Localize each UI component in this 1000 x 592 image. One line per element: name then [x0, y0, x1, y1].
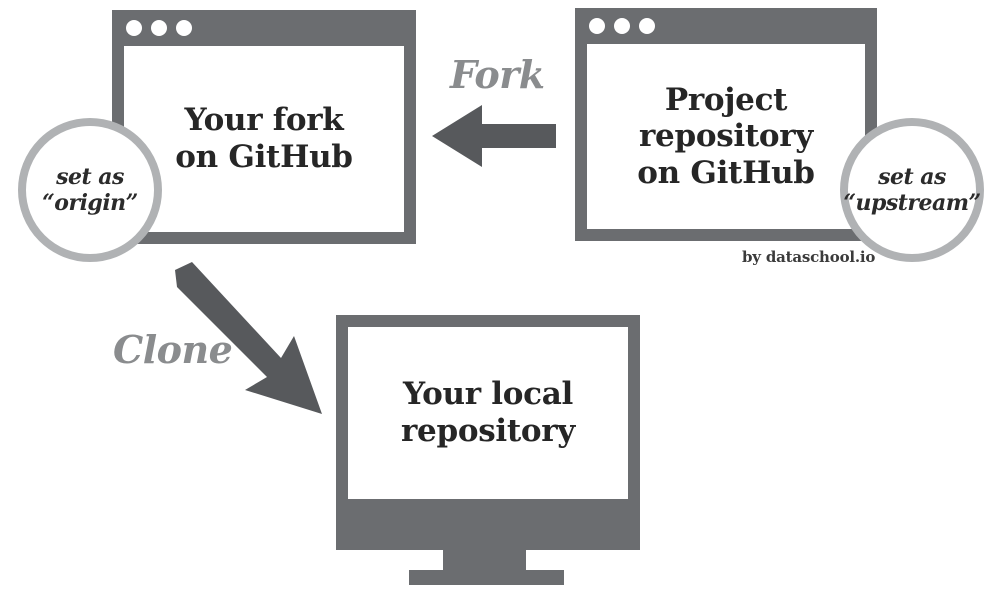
badge-origin-label: set as “origin” — [42, 164, 138, 217]
node-fork-repo: Your fork on GitHub — [112, 10, 416, 244]
window-dot-maximize-icon — [639, 18, 655, 34]
arrow-fork-icon — [432, 105, 556, 167]
node-project-repo-line-2: repository — [639, 118, 813, 155]
badge-upstream-line-2: “upstream” — [843, 190, 981, 216]
browser-titlebar — [112, 10, 416, 46]
browser-screen: Your fork on GitHub — [124, 46, 404, 232]
node-fork-repo-line-1: Your fork — [184, 102, 344, 139]
window-dot-close-icon — [126, 20, 142, 36]
window-dot-minimize-icon — [151, 20, 167, 36]
browser-titlebar — [575, 8, 877, 44]
window-dot-maximize-icon — [176, 20, 192, 36]
node-fork-repo-line-2: on GitHub — [175, 139, 353, 175]
arrow-clone-icon — [175, 262, 322, 414]
node-local-repo-line-2: repository — [401, 413, 575, 449]
node-project-repo: Project repository on GitHub — [575, 8, 877, 241]
edge-label-clone: Clone — [113, 327, 233, 372]
node-fork-repo-label: Your fork on GitHub — [175, 102, 353, 175]
badge-origin-line-1: set as — [56, 163, 124, 190]
node-project-repo-line-1: Project — [664, 81, 788, 118]
window-dot-minimize-icon — [614, 18, 630, 34]
badge-origin-line-2: “origin” — [42, 190, 138, 216]
monitor-screen: Your local repository — [348, 327, 628, 499]
node-local-repo-line-1: Your local — [403, 376, 573, 413]
node-project-repo-line-3: on GitHub — [637, 154, 815, 191]
edge-label-fork: Fork — [450, 52, 545, 97]
badge-upstream-label: set as “upstream” — [843, 163, 981, 217]
attribution-text: by dataschool.io — [742, 248, 876, 266]
node-local-repo-label: Your local repository — [401, 376, 575, 449]
browser-screen: Project repository on GitHub — [587, 44, 865, 229]
monitor-base — [409, 570, 564, 585]
window-dot-close-icon — [589, 18, 605, 34]
node-project-repo-label: Project repository on GitHub — [637, 81, 815, 192]
monitor-neck — [443, 550, 526, 571]
badge-upstream-line-1: set as — [878, 163, 946, 190]
node-local-repo: Your local repository — [336, 315, 640, 550]
badge-upstream: set as “upstream” — [840, 118, 984, 262]
badge-origin: set as “origin” — [18, 118, 162, 262]
